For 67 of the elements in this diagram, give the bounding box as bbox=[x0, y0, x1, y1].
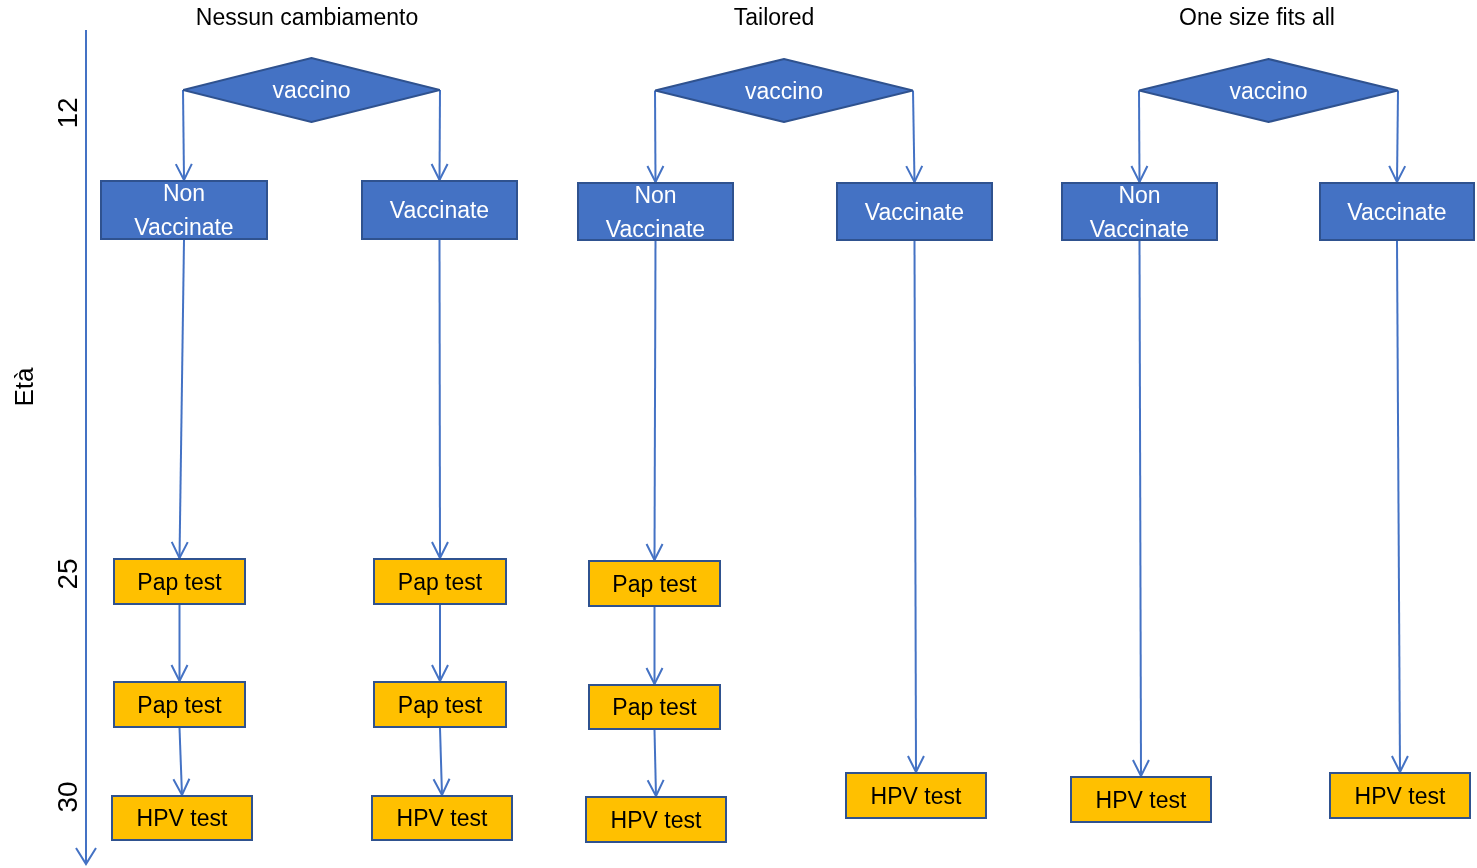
process-box bbox=[1070, 776, 1212, 823]
arrow bbox=[905, 89, 924, 183]
arrow bbox=[430, 89, 449, 181]
node-label: Non Vaccinate bbox=[604, 180, 707, 244]
node-label: Pap test bbox=[397, 690, 483, 720]
arrow bbox=[646, 729, 665, 797]
process-box bbox=[588, 560, 721, 607]
process-box bbox=[113, 681, 246, 728]
node-label: Non Vaccinate bbox=[133, 179, 235, 242]
axis-title: Età bbox=[11, 367, 37, 407]
node-label: Vaccinate bbox=[1347, 197, 1447, 227]
decision-diamond bbox=[1139, 58, 1398, 123]
arrow bbox=[431, 604, 449, 682]
column-heading: One size fits all bbox=[1179, 5, 1335, 29]
process-box bbox=[361, 180, 518, 240]
arrow bbox=[645, 240, 664, 561]
process-box bbox=[585, 796, 727, 843]
arrow bbox=[1130, 89, 1149, 183]
arrow bbox=[432, 727, 451, 796]
process-box bbox=[373, 558, 507, 605]
node-label: HPV test bbox=[1354, 781, 1446, 811]
node-label: vaccino bbox=[745, 76, 823, 106]
process-box bbox=[845, 772, 987, 819]
node-label: vaccino bbox=[1229, 76, 1308, 106]
column-heading: Tailored bbox=[733, 5, 815, 29]
arrow bbox=[430, 239, 449, 559]
node-label: vaccino bbox=[272, 76, 351, 105]
column-heading: Nessun cambiamento bbox=[195, 5, 419, 29]
process-box bbox=[836, 182, 993, 241]
process-box bbox=[113, 558, 246, 605]
axis-tick-label: 30 bbox=[54, 781, 82, 813]
node-label: HPV test bbox=[396, 804, 488, 833]
arrow bbox=[646, 89, 665, 183]
process-box bbox=[371, 795, 513, 841]
arrow bbox=[1390, 240, 1409, 773]
node-label: Pap test bbox=[137, 567, 222, 597]
arrow bbox=[1388, 89, 1407, 183]
node-label: Pap test bbox=[397, 567, 483, 597]
node-label: Pap test bbox=[612, 693, 697, 722]
node-label: Vaccinate bbox=[864, 197, 965, 227]
process-box bbox=[588, 684, 721, 730]
axis-tick-label: 12 bbox=[54, 97, 82, 129]
arrow bbox=[170, 604, 189, 682]
process-box bbox=[373, 681, 507, 728]
axis-tick-label: 25 bbox=[54, 558, 82, 590]
arrow bbox=[170, 239, 189, 559]
node-label: HPV test bbox=[870, 781, 962, 811]
process-box bbox=[1319, 182, 1475, 241]
arrow bbox=[1131, 240, 1150, 777]
node-label: Pap test bbox=[137, 690, 222, 720]
decision-diamond bbox=[183, 57, 440, 123]
arrow bbox=[906, 240, 925, 773]
process-box bbox=[1061, 182, 1218, 241]
process-box bbox=[100, 180, 268, 240]
node-label: Non Vaccinate bbox=[1088, 180, 1191, 244]
arrow bbox=[174, 89, 193, 181]
process-box bbox=[577, 182, 734, 241]
node-label: Vaccinate bbox=[389, 196, 490, 225]
node-label: HPV test bbox=[610, 805, 702, 835]
node-label: HPV test bbox=[136, 804, 228, 833]
process-box bbox=[1329, 772, 1471, 819]
node-label: Pap test bbox=[612, 569, 697, 599]
process-box bbox=[111, 795, 253, 841]
arrow bbox=[172, 727, 191, 796]
decision-diamond bbox=[655, 58, 913, 123]
arrow bbox=[645, 606, 664, 685]
node-label: HPV test bbox=[1095, 785, 1187, 815]
